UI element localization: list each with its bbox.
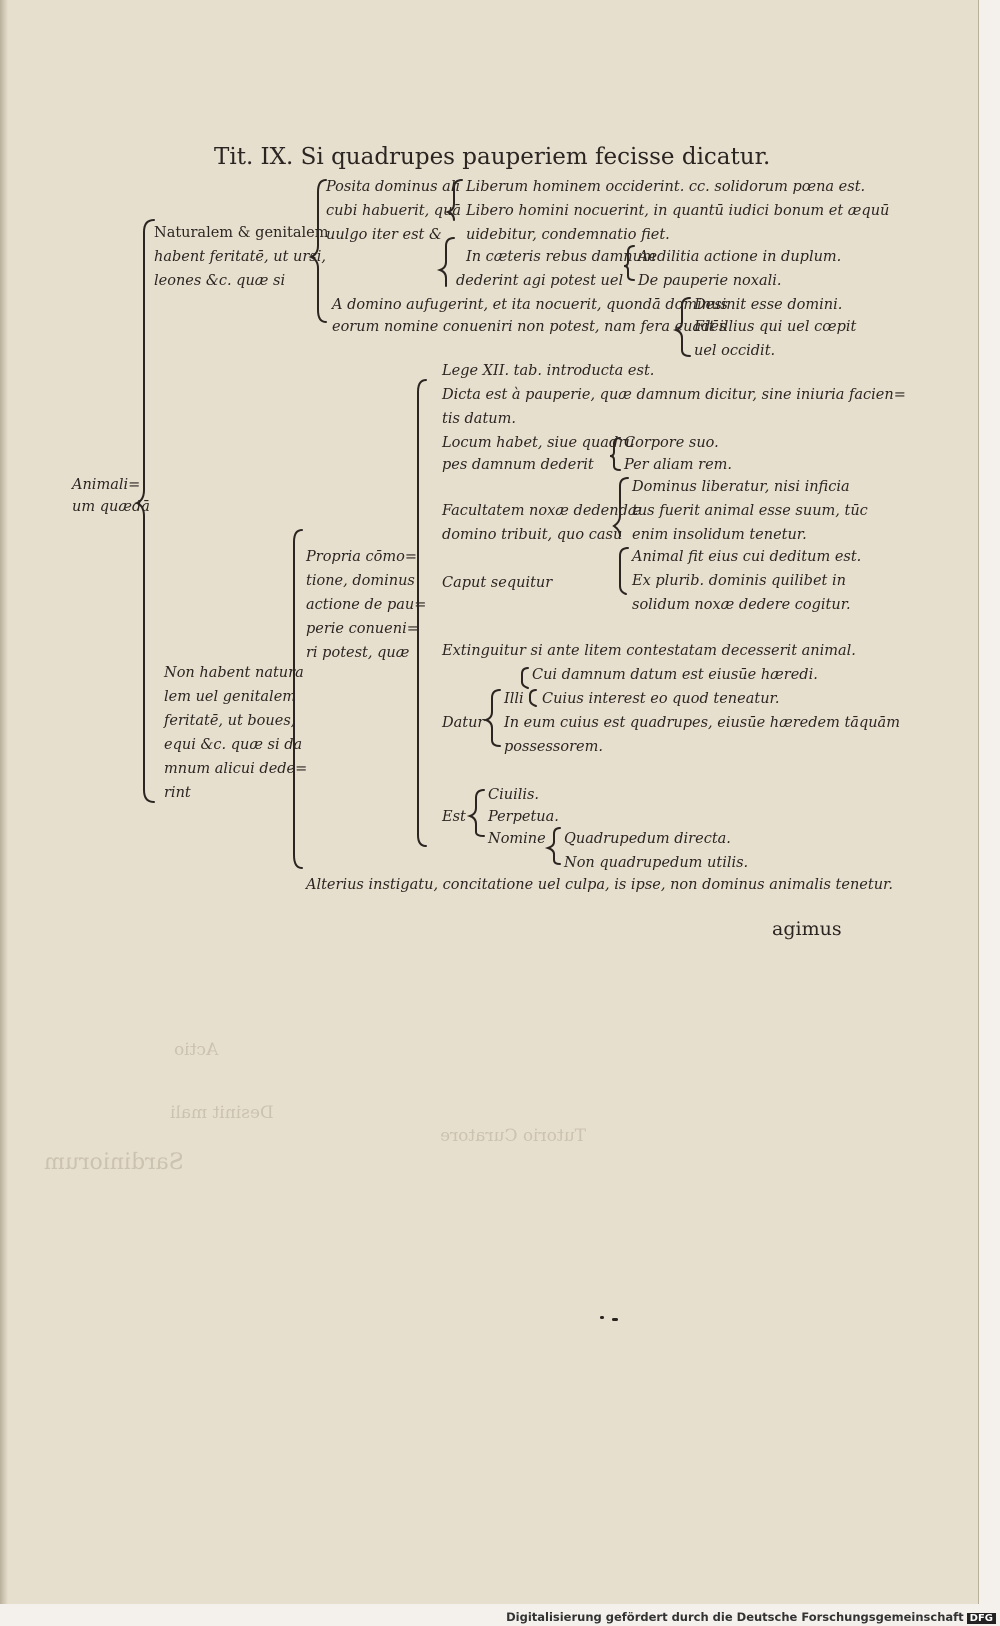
est-item: Ciuilis. xyxy=(488,787,540,803)
branch-a-label: Naturalem & genitalem xyxy=(154,225,329,241)
locum-label: Locum habet, siue quadru xyxy=(442,435,635,451)
facultatem-label: domino tribuit, quo casu xyxy=(442,527,623,543)
datur-label: Datur xyxy=(442,715,485,731)
facultatem-label: Facultatem noxæ dedendæ xyxy=(442,503,642,519)
alterius-line: Alterius instigatu, concitatione uel cul… xyxy=(306,877,893,893)
posita-item: dederint agi potest uel xyxy=(456,273,624,289)
catchword: agimus xyxy=(772,918,842,940)
digitization-footer: Digitalisierung gefördert durch die Deut… xyxy=(506,1610,996,1624)
dfg-logo: DFG xyxy=(966,1613,996,1624)
nomine-item: Quadrupedum directa. xyxy=(564,831,731,847)
facultatem-text: tus fuerit animal esse suum, tūc xyxy=(632,503,868,519)
est-label: Est xyxy=(442,809,466,825)
datur-item: Cuius interest eo quod teneatur. xyxy=(542,691,780,707)
branch-b-label: Non habent natura xyxy=(164,665,304,681)
posita-item: uidebitur, condemnatio fiet. xyxy=(466,227,670,243)
datur-in: possessorem. xyxy=(504,739,603,755)
nomine-label: Nomine xyxy=(488,831,546,847)
branch-b-label: feritatē, ut boues, xyxy=(164,713,296,729)
page-title: Tit. IX. Si quadrupes pauperiem fecisse … xyxy=(214,144,771,170)
ink-mark xyxy=(600,1316,604,1319)
root-label: Animali= xyxy=(72,477,141,493)
action-item: Aedilitia actione in duplum. xyxy=(638,249,842,265)
lex-line: Lege XII. tab. introducta est. xyxy=(442,363,655,379)
aufugerint-label: A domino aufugerint, et ita nocuerit, qu… xyxy=(332,297,728,313)
aufugerint-item: Desinit esse domini. xyxy=(694,297,843,313)
branch-b-label: lem uel genitalem xyxy=(164,689,297,705)
extinguitur-line: Extinguitur si ante litem contestatam de… xyxy=(442,643,856,659)
aufugerint-label: eorum nomine conueniri non potest, nam f… xyxy=(332,319,727,335)
caput-text: Animal fit eius cui deditum est. xyxy=(632,549,862,565)
dicta-line: Dicta est à pauperie, quæ damnum dicitur… xyxy=(442,387,906,403)
aufugerint-item: Fit illius qui uel cœpit xyxy=(694,319,857,335)
footer-text: Digitalisierung gefördert durch die Deut… xyxy=(506,1610,964,1624)
caput-label: Caput sequitur xyxy=(442,575,553,591)
branch-b-label: equi &c. quæ si da xyxy=(164,737,303,753)
propria-label: ri potest, quæ xyxy=(306,645,410,661)
posita-item: In cæteris rebus damnum xyxy=(466,249,656,265)
posita-item: Liberum hominem occiderint. cc. solidoru… xyxy=(466,179,866,195)
propria-label: Propria cōmo= xyxy=(306,549,418,565)
facultatem-text: Dominus liberatur, nisi inficia xyxy=(632,479,850,495)
datur-illi: Illi xyxy=(504,691,524,707)
posita-label: uulgo iter est & xyxy=(326,227,442,243)
book-page xyxy=(0,0,979,1604)
propria-label: actione de pau= xyxy=(306,597,427,613)
datur-in: In eum cuius est quadrupes, eiusūe hæred… xyxy=(504,715,900,731)
page-edge-shadow xyxy=(0,0,8,1604)
locum-item: Corpore suo. xyxy=(624,435,719,451)
facultatem-text: enim insolidum tenetur. xyxy=(632,527,807,543)
branch-a-label: habent feritatē, ut ursi, xyxy=(154,249,326,265)
posita-item: Libero homini nocuerint, in quantū iudic… xyxy=(466,203,890,219)
locum-label: pes damnum dederit xyxy=(442,457,594,473)
posita-label: cubi habuerit, quā xyxy=(326,203,462,219)
branch-a-label: leones &c. quæ si xyxy=(154,273,286,289)
posita-label: Posita dominus ali xyxy=(326,179,461,195)
aufugerint-item: uel occidit. xyxy=(694,343,776,359)
caput-text: solidum noxæ dedere cogitur. xyxy=(632,597,851,613)
dicta-line: tis datum. xyxy=(442,411,516,427)
ink-mark xyxy=(612,1318,618,1321)
root-label: um quædā xyxy=(72,499,150,515)
locum-item: Per aliam rem. xyxy=(624,457,733,473)
datur-item: Cui damnum datum est eiusūe hæredi. xyxy=(532,667,818,683)
caput-text: Ex plurib. dominis quilibet in xyxy=(632,573,846,589)
bracket-lines xyxy=(134,179,691,869)
propria-label: tione, dominus xyxy=(306,573,415,589)
branch-b-label: mnum alicui dede= xyxy=(164,761,308,777)
est-item: Perpetua. xyxy=(488,809,559,825)
branch-b-label: rint xyxy=(164,785,191,801)
propria-label: perie conueni= xyxy=(306,621,419,637)
action-item: De pauperie noxali. xyxy=(638,273,782,289)
nomine-item: Non quadrupedum utilis. xyxy=(564,855,749,871)
